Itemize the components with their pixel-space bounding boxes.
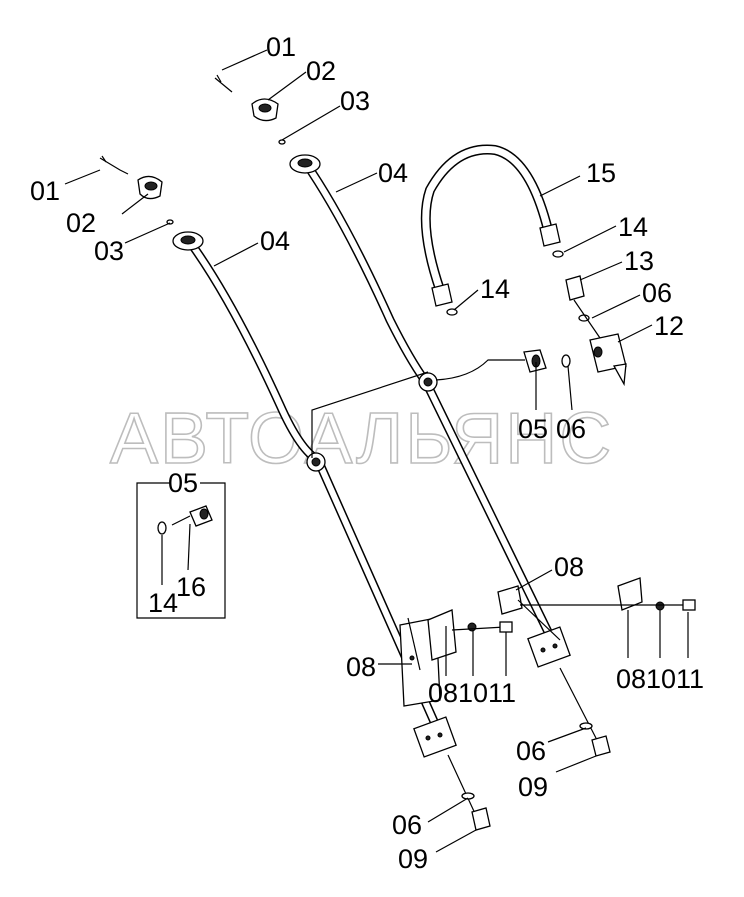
bolt-right-left	[499, 621, 513, 633]
inset-frame	[136, 482, 226, 619]
callout-14-left: 14	[480, 274, 510, 304]
plug-bottom-middle	[591, 735, 611, 757]
callout-08-left-row: 08	[428, 678, 458, 708]
middle-pipe-assembly	[214, 74, 696, 757]
callout-16-box: 16	[176, 572, 206, 602]
oring-bottom-middle	[579, 722, 593, 730]
washer-left	[467, 622, 477, 632]
callout-06: 06	[556, 414, 586, 444]
callout-11-left-row: 11	[488, 678, 516, 708]
callout-15: 15	[586, 158, 616, 188]
bolt-middle	[214, 77, 233, 93]
callout-04-left: 04	[260, 226, 290, 256]
seal-14-left	[446, 308, 458, 316]
bolt-right	[682, 599, 696, 611]
callout-04-top: 04	[378, 158, 408, 188]
callout-02-top: 02	[306, 56, 336, 86]
callout-09-middle-bottom: 09	[518, 772, 548, 802]
bracket-middle	[497, 585, 523, 615]
callout-08-right-row: 08	[616, 664, 646, 694]
oring-06	[561, 354, 571, 368]
callout-01-left: 01	[30, 176, 60, 206]
bracket-right	[617, 577, 643, 611]
oring-middle	[278, 139, 286, 145]
callout-06-middle-bottom: 06	[516, 736, 546, 766]
callout-14-box: 14	[148, 588, 178, 618]
hose-end-left	[431, 283, 453, 307]
hose-end-right	[539, 223, 561, 247]
inset-oring	[157, 521, 167, 535]
callouts: 01 02 03 04 01 02 03 04 15 14 13 06 12 1…	[30, 32, 704, 874]
callout-13: 13	[624, 246, 654, 276]
callout-02-left: 02	[66, 208, 96, 238]
adapter-13	[565, 275, 585, 301]
callout-12: 12	[654, 311, 684, 341]
valve-tip	[612, 363, 627, 387]
leader-lines	[64, 49, 689, 853]
block-middle	[527, 626, 571, 668]
bolt-left	[99, 157, 129, 175]
callout-10-left-row: 10	[458, 678, 488, 708]
callout-08-left: 08	[346, 652, 376, 682]
callout-10-right-row: 10	[646, 664, 676, 694]
seal-14-right	[552, 250, 564, 258]
callout-01-top: 01	[266, 32, 296, 62]
block-left	[413, 716, 457, 758]
left-pipe-assembly	[99, 155, 513, 831]
bracket-left-b	[427, 609, 457, 661]
inset-box-05	[136, 482, 226, 619]
callout-08-middle: 08	[554, 552, 584, 582]
hose-assembly	[420, 144, 627, 387]
callout-05: 05	[518, 414, 548, 444]
plug-bottom-left	[471, 807, 491, 831]
callout-09-left-bottom: 09	[398, 844, 428, 874]
oring-bottom-left	[461, 792, 475, 800]
callout-03-top: 03	[340, 86, 370, 116]
callout-06-left-bottom: 06	[392, 810, 422, 840]
callout-14-hose: 14	[618, 212, 648, 242]
callout-06-hose: 06	[642, 278, 672, 308]
watermark: АВТОАЛЬЯНС	[110, 399, 613, 479]
washer-right	[655, 601, 665, 611]
callout-03-left: 03	[94, 236, 124, 266]
callout-11-right-row: 11	[676, 664, 704, 694]
callout-05-box: 05	[168, 468, 198, 498]
oring-left	[166, 219, 174, 225]
